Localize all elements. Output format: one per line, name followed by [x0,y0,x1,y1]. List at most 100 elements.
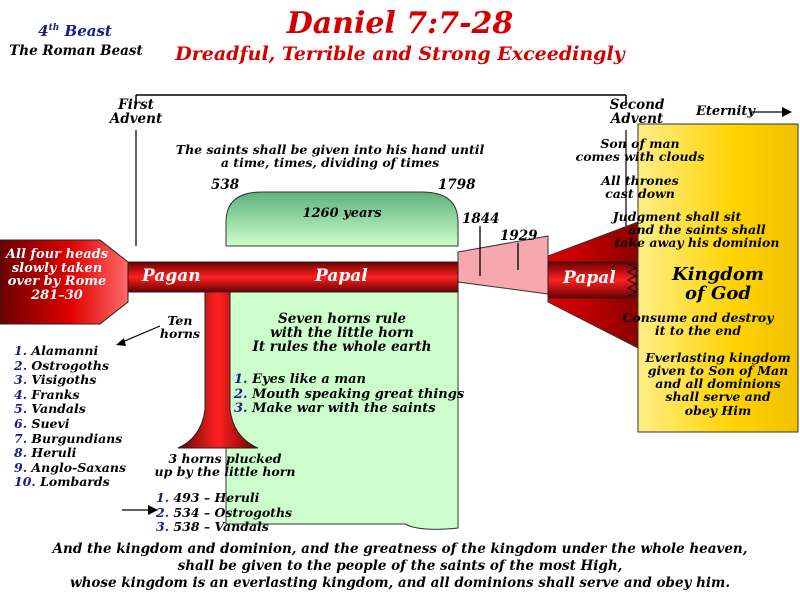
kingdom-item: 7. Burgundians [14,430,126,447]
kingdom-item-number: 7. [14,430,28,446]
everlasting-text: Everlasting kingdom given to Son of Man … [640,351,796,417]
second-advent-line2: Advent [610,111,664,128]
judgment-text: Judgment shall sit and the saints shall … [594,209,800,251]
trait-item-number: 3. [234,401,248,417]
year-1844: 1844 [462,211,500,227]
seven-horns-line2: with the little horn [270,325,414,342]
kingdom-item-number: 6. [14,415,28,431]
trait-item-number: 2. [234,386,248,402]
seven-horns-line1: Seven horns rule [278,311,406,327]
judgment-line3: take away his dominion [614,235,780,251]
second-advent-line1: Second [609,97,665,113]
pagan-papal-bar [127,261,459,293]
ten-horns-stem [177,291,259,449]
ten-horns-arrow [116,325,161,346]
eternity-label: Eternity [696,104,755,119]
first-advent-line2: Advent [109,111,163,128]
kingdom-item: 5. Vandals [14,402,126,417]
son-of-man-line2: comes with clouds [575,149,705,165]
kingdom-item-text: Alamanni [31,343,99,358]
first-advent-line1: First [118,97,154,113]
papal-dome [225,191,459,247]
ten-horns-label: Ten horns [150,314,210,340]
consume-text: Consume and destroy it to the end [600,311,796,337]
son-of-man-line1: Son of man [600,136,680,151]
year-538: 538 [211,177,240,193]
four-heads-text: All four heads slowly taken over by Rome… [0,248,114,303]
plucked-item: 2. 534 – Ostrogoths [156,504,292,521]
roman-beast-label: The Roman Beast [9,43,143,59]
first-advent-label: First Advent [100,97,172,128]
papal-label-2: Papal [563,268,616,288]
kingdom-line2: of God [685,282,751,304]
kingdom-item-number: 4. [14,386,28,402]
everlasting-line4: shall serve and [665,389,771,405]
judgment-line1: Judgment shall sit [612,209,742,224]
seven-horns-text: Seven horns rule with the little horn It… [232,312,452,355]
kingdom-item: 6. Suevi [14,415,126,432]
trait-item: 1. Eyes like a man [234,372,464,388]
beast-sup: th [48,23,60,33]
kingdom-item: 8. Heruli [14,445,126,461]
kingdom-item: 4. Franks [14,386,126,403]
pagan-label: Pagan [142,266,201,286]
thrones-text: All thrones cast down [580,174,700,200]
plucked-item-text: 538 – Vandals [173,519,269,535]
trait-item-text: Eyes like a man [252,372,366,387]
plucked-line2: up by the little horn [154,464,296,480]
thrones-line2: cast down [605,186,675,202]
kingdom-of-god-title: Kingdom of God [640,264,796,304]
everlasting-line1: Everlasting kingdom [645,350,791,365]
four-heads-line3: over by Rome [7,274,107,290]
four-heads-line1: All four heads [5,247,109,262]
papal-jagged-edge [626,263,638,297]
plucked-text: 3 horns plucked up by the little horn [150,452,300,478]
plucked-line1: 3 horns plucked [168,451,282,466]
papal-label: Papal [315,266,368,286]
four-heads-line4: 281–30 [31,287,83,303]
plucked-item-number: 2. [156,504,170,520]
trait-item: 3. Make war with the saints [234,401,464,417]
plucked-arrow [122,505,158,515]
plucked-item-number: 1. [156,490,170,505]
kingdom-item-text: Suevi [31,415,70,431]
second-advent-label: Second Advent [596,97,678,128]
kingdom-item-text: Ostrogoths [31,357,110,373]
kingdom-item-text: Lombards [40,474,110,490]
kingdom-item: 9. Anglo-Saxans [14,459,127,476]
trait-item-text: Mouth speaking great things [252,386,465,402]
kingdom-item-text: Vandals [31,401,86,417]
eternity-arrow [752,107,792,117]
kingdom-item-text: Burgundians [31,430,123,446]
kingdom-item-number: 8. [14,445,28,461]
kingdom-item-number: 5. [14,401,28,417]
four-heads-line2: slowly taken [11,260,103,276]
kingdom-item-number: 2. [14,357,28,373]
consume-line1: Consume and destroy [622,310,774,325]
four-heads-box [0,239,129,325]
trait-item-number: 1. [234,372,248,387]
kingdom-item-number: 3. [14,372,28,388]
page-title: Daniel 7:7-28 [286,6,514,41]
plucked-item: 1. 493 – Heruli [156,490,292,506]
beast-number: 4 [38,22,49,40]
kingdom-item: 10. Lombards [14,475,126,490]
footer-line1: And the kingdom and dominion, and the gr… [52,541,748,557]
year-1929: 1929 [500,228,538,244]
everlasting-line5: obey Him [684,402,752,418]
seven-horns-line3: It rules the whole earth [252,339,432,356]
kingdom-line1: Kingdom [672,264,764,285]
kingdom-item-text: Anglo-Saxans [31,459,127,475]
plucked-item: 3. 538 – Vandals [156,519,292,535]
saints-line1: The saints shall be given into his hand … [175,142,485,157]
kingdom-item: 2. Ostrogoths [14,357,126,374]
kingdom-item-number: 9. [14,459,28,475]
footer-line3: whose kingdom is an everlasting kingdom,… [69,575,731,591]
kingdom-item-text: Franks [31,386,80,402]
son-of-man-text: Son of man comes with clouds [560,137,720,163]
